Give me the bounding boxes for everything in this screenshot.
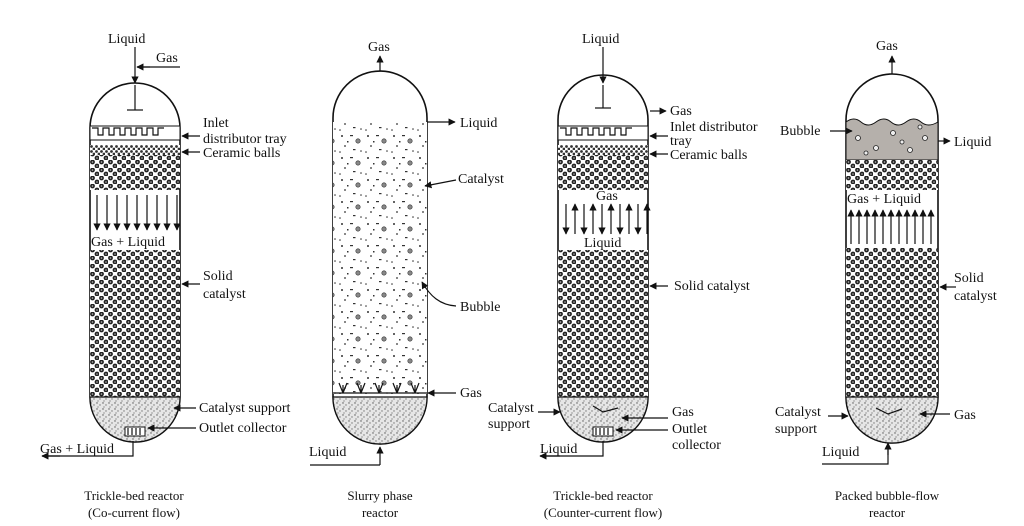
catalyst-support	[89, 396, 181, 443]
outlet-collector	[124, 426, 146, 437]
label-liquid-out: Liquid	[460, 116, 497, 131]
label-flow: Gas + Liquid	[847, 192, 921, 207]
solid-catalyst-bed	[846, 248, 938, 397]
label-gas-liquid-out: Gas + Liquid	[40, 442, 114, 457]
label-outlet: Outlet	[672, 422, 707, 437]
solid-catalyst-bed	[90, 250, 180, 397]
label-gas-in: Gas	[156, 51, 178, 66]
caption-line2: reactor	[869, 505, 906, 520]
slurry-phase	[333, 122, 427, 394]
flow-arrows	[847, 209, 935, 244]
label-inlet-distributor: Inlet distributor	[670, 120, 758, 135]
caption-line1: Slurry phase	[347, 488, 413, 503]
label-collector: collector	[672, 438, 721, 453]
inlet-distributor-tray	[89, 125, 181, 141]
label-solid-catalyst: Solid catalyst	[674, 279, 750, 294]
label-catalyst: Catalyst	[488, 401, 534, 416]
label-flow: Gas + Liquid	[91, 235, 165, 250]
reactor-trickle-bed-countercurrent: Liquid Gas Inlet distributor tray Cerami…	[488, 32, 758, 520]
label-flow-gas: Gas	[596, 189, 618, 204]
label-bubble: Bubble	[460, 300, 500, 315]
label-support: support	[488, 417, 530, 432]
reactor-slurry-phase: Gas Liquid Catalyst Bubble Gas Liquid Sl…	[309, 40, 504, 520]
label-solid: Solid	[203, 269, 233, 284]
ceramic-balls-layer	[558, 145, 648, 155]
label-inlet: Inlet	[203, 116, 229, 131]
flow-arrows	[562, 203, 651, 235]
reactor-packed-bubble-flow: Gas Bubble Liquid Gas + Liquid Solid cat…	[775, 39, 997, 520]
catalyst-bed-top	[558, 155, 648, 190]
label-gas-out: Gas	[368, 40, 390, 55]
caption-line1: Trickle-bed reactor	[84, 488, 184, 503]
bottom-zone	[332, 396, 428, 445]
label-ceramic-balls: Ceramic balls	[203, 146, 280, 161]
label-flow-liquid: Liquid	[584, 236, 621, 251]
solid-catalyst-bed	[558, 250, 648, 397]
label-gas-in: Gas	[672, 405, 694, 420]
label-gas-out: Gas	[670, 104, 692, 119]
inlet-distributor-tray	[557, 125, 649, 141]
label-liquid-in: Liquid	[108, 32, 145, 47]
reactor-trickle-bed-cocurrent: Liquid Gas Inlet distributor tray Cerami…	[40, 32, 290, 520]
label-liquid-out: Liquid	[954, 135, 991, 150]
flow-arrows	[93, 195, 181, 231]
outlet-collector	[592, 426, 614, 437]
label-catalyst-support2: support	[775, 422, 817, 437]
label-catalyst-support1: Catalyst	[775, 405, 821, 420]
label-gas-out: Gas	[876, 39, 898, 54]
label-outlet-collector: Outlet collector	[199, 421, 287, 436]
caption-line2: reactor	[362, 505, 399, 520]
label-ceramic-balls: Ceramic balls	[670, 148, 747, 163]
caption-line1: Trickle-bed reactor	[553, 488, 653, 503]
caption-line1: Packed bubble-flow	[835, 488, 940, 503]
label-gas-in: Gas	[460, 386, 482, 401]
liquid-zone	[845, 118, 939, 161]
ceramic-balls-layer	[90, 145, 180, 155]
caption-line2: (Counter-current flow)	[544, 505, 663, 520]
label-liquid-in: Liquid	[822, 445, 859, 460]
gas-sparger	[333, 382, 427, 394]
label-gas-in: Gas	[954, 408, 976, 423]
label-catalyst: Catalyst	[458, 172, 504, 187]
label-solid: Solid	[954, 271, 984, 286]
label-liquid-out: Liquid	[540, 442, 577, 457]
label-liquid-in: Liquid	[582, 32, 619, 47]
label-bubble: Bubble	[780, 124, 820, 139]
label-catalyst: catalyst	[954, 289, 997, 304]
label-tray: tray	[670, 134, 692, 149]
catalyst-bed-top	[90, 155, 180, 190]
caption-line2: (Co-current flow)	[88, 505, 180, 520]
catalyst-support	[845, 396, 939, 444]
label-distributor-tray: distributor tray	[203, 132, 287, 147]
bubbles	[855, 124, 928, 156]
catalyst-bed-top	[846, 160, 938, 190]
label-catalyst-support: Catalyst support	[199, 401, 290, 416]
label-liquid-in: Liquid	[309, 445, 346, 460]
catalyst-support	[557, 396, 649, 443]
label-catalyst: catalyst	[203, 287, 246, 302]
